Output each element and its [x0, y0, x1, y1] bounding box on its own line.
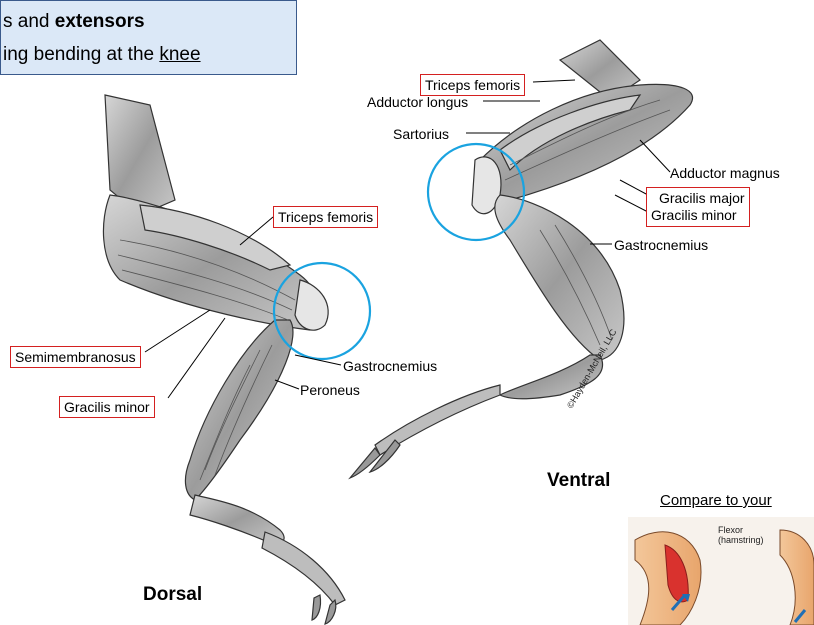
dorsal-thigh-upper: [139, 204, 292, 271]
dorsal-foot: [261, 531, 346, 606]
banner-line-1: s and extensors: [3, 11, 145, 32]
dorsal-leaders: [144, 216, 342, 399]
label-semimembranosus: Semimembranosus: [10, 346, 141, 368]
ventral-hip: [558, 39, 641, 101]
ventral-shank: [494, 194, 625, 361]
label-sartorius: Sartorius: [393, 126, 450, 142]
label-adductor-longus: Adductor longus: [367, 94, 469, 110]
label-gracilis-major: Gracilis major: [659, 190, 745, 206]
caption-dorsal: Dorsal: [143, 584, 203, 605]
label-gracilis-group: Gracilis major Gracilis minor: [646, 187, 750, 227]
label-dorsal-gastrocnemius: Gastrocnemius: [343, 358, 438, 374]
dorsal-toe-1: [324, 598, 337, 625]
ventral-toe-2: [368, 439, 401, 474]
dorsal-striations: [117, 239, 296, 481]
flexor-label-line2: (hamstring): [718, 535, 764, 545]
label-ventral-triceps-femoris: Triceps femoris: [420, 74, 526, 96]
dorsal-leg: [102, 94, 346, 625]
flexor-label-line1: Flexor: [718, 525, 744, 535]
extensors-word: extensors: [54, 11, 145, 32]
label-dorsal-gracilis-minor: Gracilis minor: [59, 396, 155, 418]
dorsal-toe-2: [311, 594, 322, 621]
title-banner: s and extensors ing bending at the knee: [0, 0, 297, 75]
dorsal-shank: [184, 319, 294, 501]
label-adductor-magnus: Adductor magnus: [670, 165, 780, 181]
ventral-ankle: [498, 354, 604, 400]
label-dorsal-triceps-femoris: Triceps femoris: [273, 206, 379, 228]
label-ventral-gastrocnemius: Gastrocnemius: [614, 237, 709, 253]
ventral-striations: [504, 99, 671, 346]
compare-link[interactable]: Compare to your: [660, 492, 772, 509]
banner-line-2: ing bending at the knee: [3, 44, 201, 65]
ventral-leg: [348, 39, 693, 480]
compare-thumbnails: [628, 517, 814, 625]
dorsal-knee-circle: [272, 261, 372, 361]
label-ventral-gracilis-minor: Gracilis minor: [651, 207, 737, 223]
caption-ventral: Ventral: [547, 470, 611, 491]
label-peroneus: Peroneus: [300, 382, 360, 398]
knee-word: knee: [159, 44, 201, 65]
ventral-knee-circle: [426, 142, 526, 242]
dorsal-knee: [294, 279, 329, 331]
ventral-leaders: [466, 79, 671, 245]
ventral-foot: [374, 384, 501, 456]
ventral-thigh-upper: [499, 94, 642, 172]
flexor-label: Flexor (hamstring): [718, 525, 764, 545]
ventral-toe-1: [348, 447, 381, 480]
